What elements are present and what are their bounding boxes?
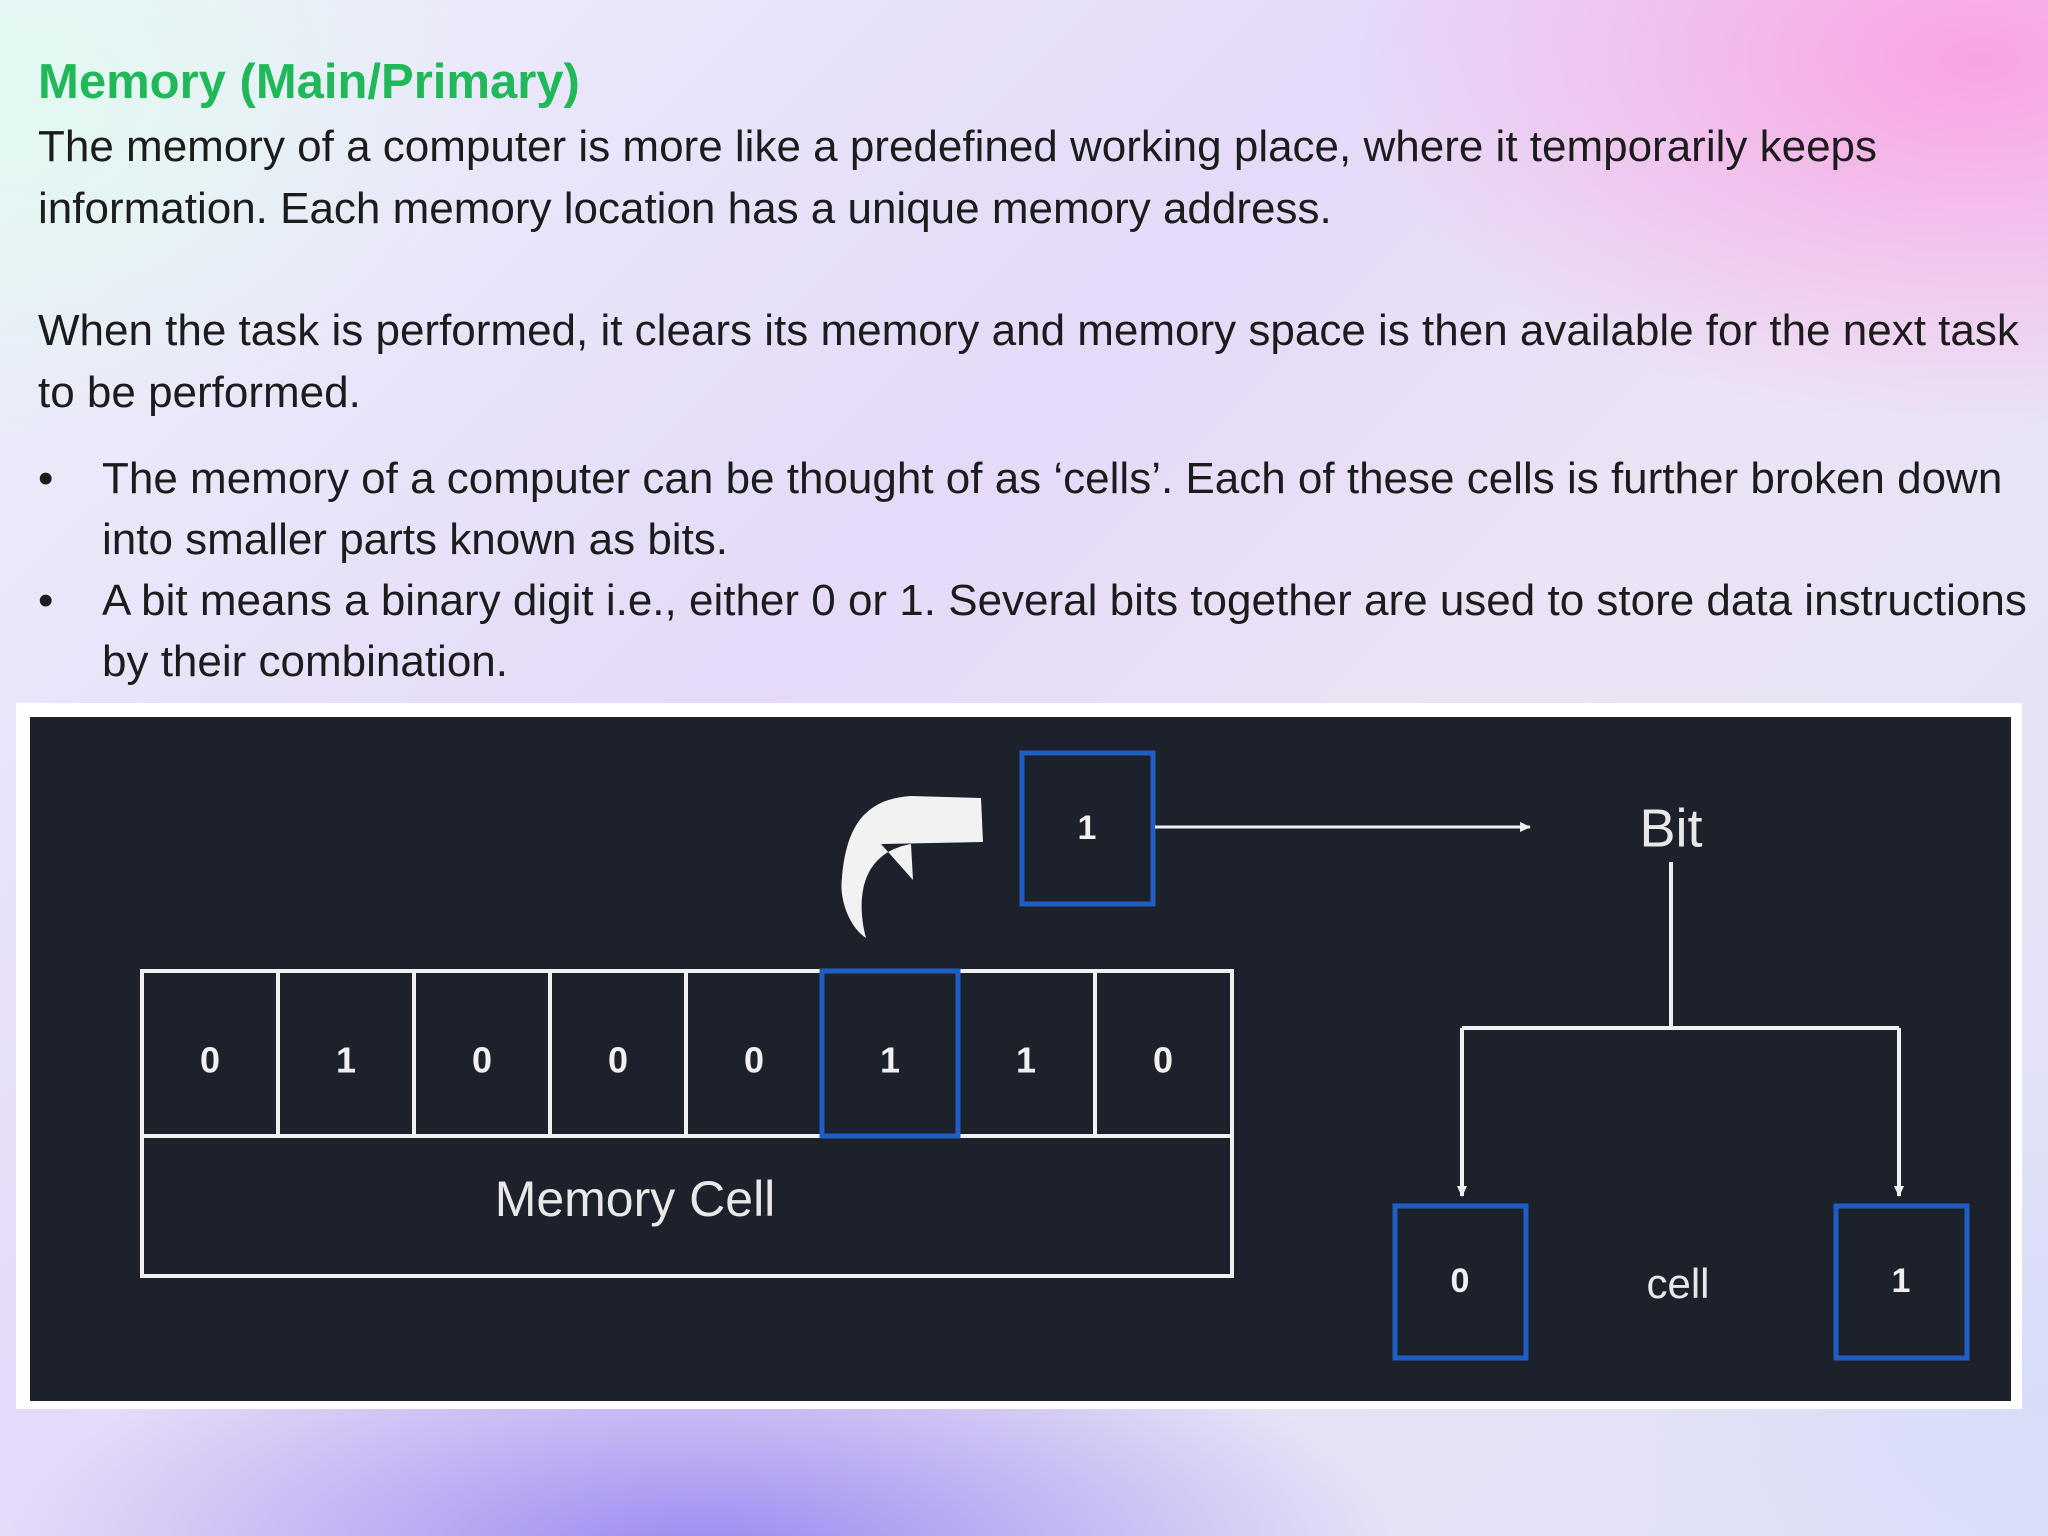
bullet-text: The memory of a computer can be thought … <box>102 454 2003 564</box>
one-bit-value: 1 <box>1892 1262 1911 1300</box>
bit-cell: 0 <box>1093 969 1234 1138</box>
slide-title: Memory (Main/Primary) <box>38 55 580 109</box>
bullet-list: • The memory of a computer can be though… <box>38 448 2028 692</box>
lifted-bit-value: 1 <box>1078 809 1097 847</box>
bullet-item: • A bit means a binary digit i.e., eithe… <box>38 570 2028 692</box>
bullet-marker: • <box>38 576 54 625</box>
bit-cell: 1 <box>276 969 416 1138</box>
bit-label: Bit <box>1639 798 1702 858</box>
bit-cell: 1 <box>820 969 960 1138</box>
bit-cell: 0 <box>140 969 280 1138</box>
curved-arrow-icon <box>841 796 983 938</box>
one-bit-box <box>1833 1203 1970 1361</box>
bullet-marker: • <box>38 454 54 503</box>
bit-value: 0 <box>744 1040 764 1081</box>
bit-cell: 0 <box>412 969 552 1138</box>
diagram-canvas: 0 1 0 0 0 1 1 <box>140 750 1970 1361</box>
bit-value: 1 <box>880 1040 900 1081</box>
bit-cell: 0 <box>684 969 824 1138</box>
bullet-item: • The memory of a computer can be though… <box>38 448 2028 570</box>
bit-row: 0 1 0 0 0 1 1 <box>140 969 1234 1138</box>
bit-value: 1 <box>1016 1040 1036 1081</box>
lifted-bit-box <box>1019 750 1156 907</box>
memory-cell-diagram: 0 1 0 0 0 1 1 <box>30 717 2011 1401</box>
bit-value: 0 <box>1153 1040 1173 1081</box>
bit-cell-box <box>1093 969 1234 1138</box>
bit-cell: 0 <box>548 969 688 1138</box>
bit-cell: 1 <box>956 969 1097 1138</box>
bit-value: 1 <box>336 1040 356 1081</box>
bit-value: 0 <box>472 1040 492 1081</box>
memory-cell-label: Memory Cell <box>495 1171 776 1227</box>
task-clearing-paragraph: When the task is performed, it clears it… <box>38 306 2019 417</box>
memory-description-paragraph: The memory of a computer is more like a … <box>38 122 1878 233</box>
zero-bit-box <box>1392 1203 1529 1361</box>
zero-bit-value: 0 <box>1451 1262 1470 1300</box>
bullet-text: A bit means a binary digit i.e., either … <box>102 576 2027 686</box>
highlighted-bit-outline <box>819 968 961 1139</box>
bit-value: 0 <box>608 1040 628 1081</box>
cell-label: cell <box>1646 1260 1709 1307</box>
bit-value: 0 <box>200 1040 220 1081</box>
